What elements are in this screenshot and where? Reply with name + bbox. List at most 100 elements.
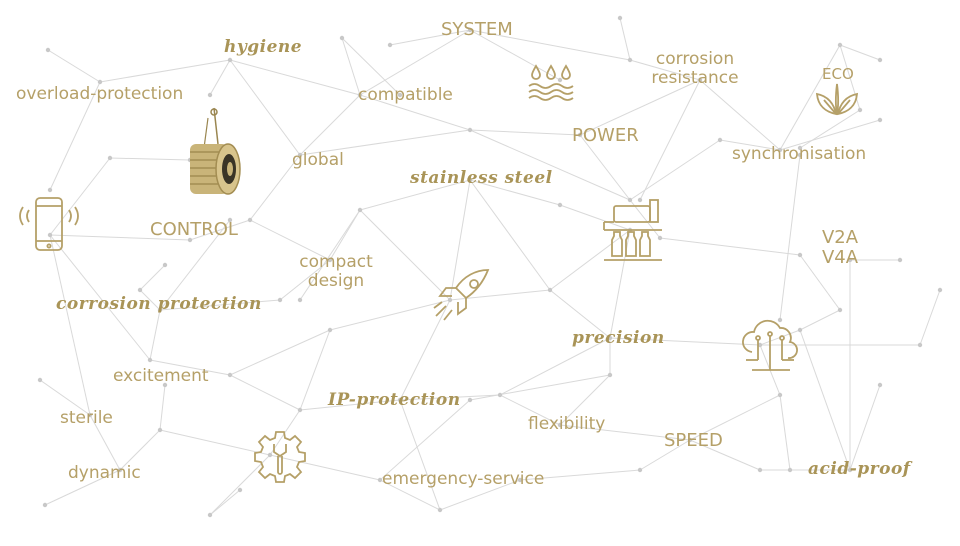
label-corrosion-protection: corrosion protection xyxy=(56,294,262,314)
connection-line xyxy=(359,209,451,301)
node-dot xyxy=(857,107,863,113)
node-dot xyxy=(437,507,443,513)
connection-line xyxy=(299,399,401,411)
connection-line xyxy=(689,439,761,471)
connection-line xyxy=(469,29,561,81)
node-dot xyxy=(339,35,345,41)
node-dot xyxy=(517,477,523,483)
connection-line xyxy=(49,157,111,236)
node-dot xyxy=(557,77,563,83)
node-dot xyxy=(637,467,643,473)
node-dot xyxy=(162,262,168,268)
node-dot xyxy=(97,79,103,85)
label-overload-protection: overload-protection xyxy=(16,84,184,104)
connection-line xyxy=(399,394,501,401)
node-dot xyxy=(687,437,693,443)
node-dot xyxy=(207,92,213,98)
connection-line xyxy=(341,37,401,96)
connection-line xyxy=(299,329,331,411)
connection-line xyxy=(229,59,361,96)
node-dot xyxy=(757,342,763,348)
connection-line xyxy=(49,81,101,191)
connection-line xyxy=(49,234,191,241)
node-dot xyxy=(117,467,123,473)
label-corrosion-resistance: corrosion resistance xyxy=(640,50,750,87)
label-speed: SPEED xyxy=(664,430,723,451)
node-dot xyxy=(797,252,803,258)
connection-line xyxy=(469,129,631,201)
node-dot xyxy=(47,187,53,193)
connection-line xyxy=(159,384,166,431)
connection-line xyxy=(799,309,841,331)
node-dot xyxy=(397,397,403,403)
label-hygiene: hygiene xyxy=(224,37,303,57)
connection-line xyxy=(109,157,191,161)
node-dot xyxy=(297,297,303,303)
connection-line xyxy=(149,359,231,376)
connection-line xyxy=(559,424,691,441)
connection-line xyxy=(639,439,691,471)
node-dot xyxy=(297,152,303,158)
connection-line xyxy=(719,139,781,151)
connection-line xyxy=(39,379,91,416)
connection-line xyxy=(849,384,881,471)
connection-line xyxy=(549,229,631,291)
node-dot xyxy=(377,477,383,483)
node-dot xyxy=(467,127,473,133)
connection-line xyxy=(269,409,301,456)
connection-line xyxy=(119,429,161,471)
connection-line xyxy=(439,479,521,511)
node-dot xyxy=(787,467,793,473)
connection-line xyxy=(779,119,881,151)
node-dot xyxy=(227,217,233,223)
node-dot xyxy=(627,197,633,203)
label-emergency-service: emergency-service xyxy=(382,469,545,489)
node-dot xyxy=(557,202,563,208)
node-dot xyxy=(837,307,843,313)
node-dot xyxy=(357,92,363,98)
node-dot xyxy=(877,382,883,388)
connection-line xyxy=(359,29,471,96)
label-sterile: sterile xyxy=(60,408,113,428)
connection-line xyxy=(44,469,121,506)
label-corrosion-resistance-line2: resistance xyxy=(651,67,739,88)
connection-line xyxy=(379,479,441,511)
connection-line xyxy=(799,109,861,149)
eco-leaves-icon xyxy=(816,83,858,116)
node-dot xyxy=(797,152,803,158)
cloud-circuit-icon xyxy=(742,319,798,371)
node-dot xyxy=(297,407,303,413)
connection-line xyxy=(499,394,561,426)
connection-line xyxy=(299,94,361,156)
node-dot xyxy=(157,427,163,433)
node-dot xyxy=(267,452,273,458)
connection-line xyxy=(549,289,611,339)
node-dot xyxy=(897,257,903,263)
node-dot xyxy=(187,237,193,243)
connection-line xyxy=(799,254,841,311)
connection-line xyxy=(209,59,231,96)
connection-line xyxy=(299,129,471,156)
connection-line xyxy=(639,79,701,201)
connection-line xyxy=(229,374,301,411)
node-dot xyxy=(847,257,853,263)
connection-line xyxy=(269,454,381,481)
node-dot xyxy=(797,145,803,151)
connection-line xyxy=(159,429,271,456)
gear-wrench-icon xyxy=(254,431,306,483)
node-dot xyxy=(387,42,393,48)
water-drops-icon xyxy=(528,64,574,101)
connection-line xyxy=(229,329,331,376)
rocket-icon xyxy=(433,269,490,321)
connection-line xyxy=(149,309,161,361)
node-dot xyxy=(917,342,923,348)
connection-line xyxy=(579,134,631,201)
connection-line xyxy=(299,209,361,301)
connection-line xyxy=(469,29,631,61)
connection-line xyxy=(99,59,231,83)
connection-line xyxy=(779,154,801,321)
node-dot xyxy=(717,137,723,143)
node-dot xyxy=(42,502,48,508)
label-compact-design-line1: compact xyxy=(299,252,373,272)
